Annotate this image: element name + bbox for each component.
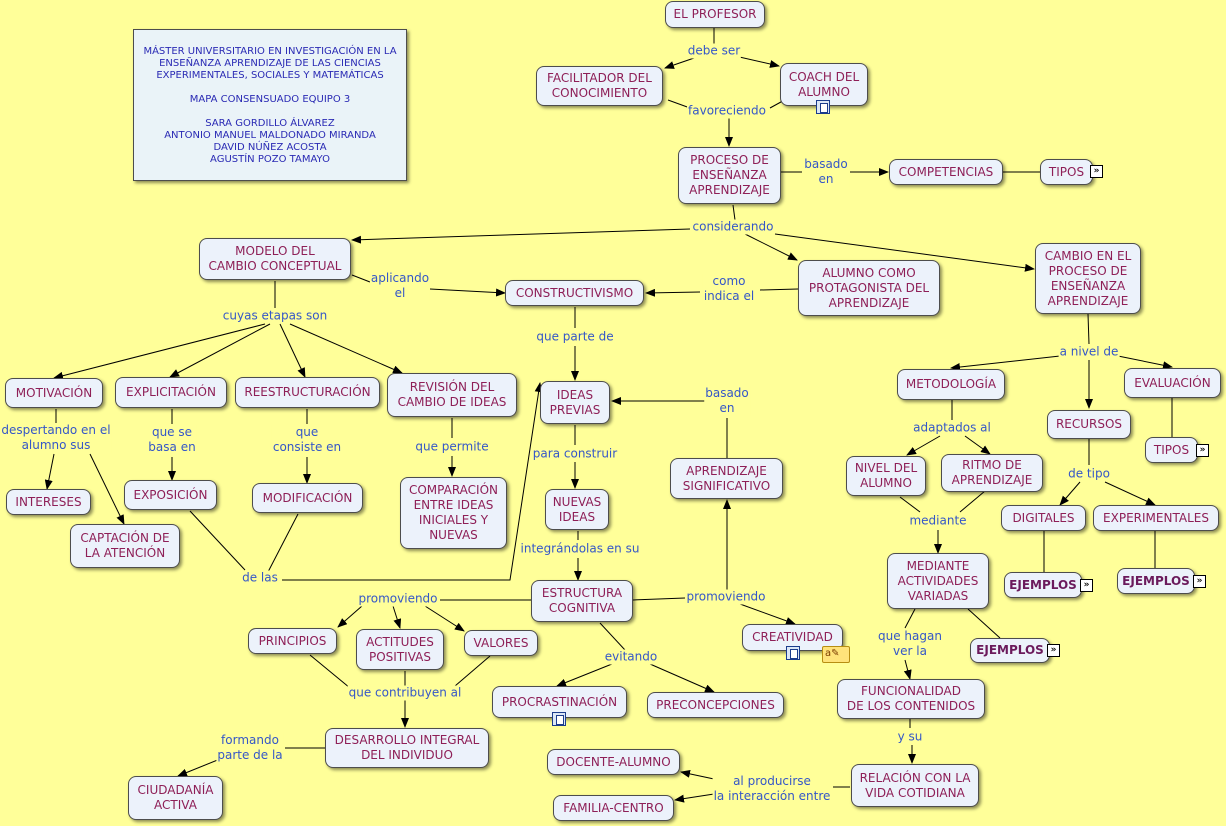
link-que-permite: que permite bbox=[414, 439, 490, 455]
link-despertando: despertando en el alumno sus bbox=[0, 423, 112, 453]
concept-familia-centro[interactable]: FAMILIA-CENTRO bbox=[553, 795, 674, 821]
concept-intereses[interactable]: INTERESES bbox=[6, 489, 91, 515]
link-a-nivel-de: a nivel de bbox=[1058, 344, 1120, 360]
concept-ejemplos-actividades[interactable]: EJEMPLOS bbox=[970, 638, 1050, 663]
link-evitando: evitando bbox=[603, 649, 659, 665]
credits-box: MÁSTER UNIVERSITARIO EN INVESTIGACIÓN EN… bbox=[133, 29, 407, 181]
concept-explicitacion[interactable]: EXPLICITACIÓN bbox=[115, 377, 227, 408]
document-icon[interactable] bbox=[552, 712, 566, 726]
concept-funcionalidad[interactable]: FUNCIONALIDAD DE LOS CONTENIDOS bbox=[837, 679, 985, 719]
concept-actividades-variadas[interactable]: MEDIANTE ACTIVIDADES VARIADAS bbox=[887, 553, 989, 609]
concept-comparacion[interactable]: COMPARACIÓN ENTRE IDEAS INICIALES Y NUEV… bbox=[400, 477, 507, 549]
expand-icon[interactable]: » bbox=[1047, 644, 1060, 657]
concept-nivel-alumno[interactable]: NIVEL DEL ALUMNO bbox=[846, 456, 926, 496]
concept-captacion[interactable]: CAPTACIÓN DE LA ATENCIÓN bbox=[70, 524, 180, 568]
concept-desarrollo-integral[interactable]: DESARROLLO INTEGRAL DEL INDIVIDUO bbox=[325, 728, 489, 768]
info-subtitle: MAPA CONSENSUADO EQUIPO 3 bbox=[189, 94, 351, 105]
concept-nuevas-ideas[interactable]: NUEVAS IDEAS bbox=[545, 489, 609, 530]
link-como-indica: como indica el bbox=[702, 274, 756, 304]
concept-alumno-protagonista[interactable]: ALUMNO COMO PROTAGONISTA DEL APRENDIZAJE bbox=[798, 260, 940, 316]
edit-note-icon[interactable]: a✎ bbox=[822, 646, 850, 663]
concept-actitudes-positivas[interactable]: ACTITUDES POSITIVAS bbox=[356, 629, 444, 670]
concept-tipos-competencias[interactable]: TIPOS bbox=[1040, 159, 1093, 185]
info-title: MÁSTER UNIVERSITARIO EN INVESTIGACIÓN EN… bbox=[143, 46, 397, 81]
concept-proceso[interactable]: PROCESO DE ENSEÑANZA APRENDIZAJE bbox=[678, 147, 781, 204]
link-promoviendo-1: promoviendo bbox=[357, 591, 439, 607]
concept-principios[interactable]: PRINCIPIOS bbox=[248, 628, 337, 654]
concept-aprendizaje-significativo[interactable]: APRENDIZAJE SIGNIFICATIVO bbox=[670, 458, 783, 499]
concept-ejemplos-experimentales[interactable]: EJEMPLOS bbox=[1117, 568, 1195, 594]
link-de-tipo: de tipo bbox=[1067, 466, 1111, 482]
link-aplicando-el: aplicando el bbox=[369, 271, 431, 301]
concept-revision[interactable]: REVISIÓN DEL CAMBIO DE IDEAS bbox=[387, 373, 517, 417]
link-que-hagan: que hagan ver la bbox=[877, 629, 943, 659]
link-debe-ser: debe ser bbox=[686, 43, 742, 59]
concept-relacion-vida[interactable]: RELACIÓN CON LA VIDA COTIDIANA bbox=[851, 764, 979, 807]
document-icon[interactable] bbox=[816, 100, 830, 114]
expand-icon[interactable]: » bbox=[1090, 165, 1103, 178]
concept-coach[interactable]: COACH DEL ALUMNO bbox=[780, 63, 868, 106]
concept-tipos-evaluacion[interactable]: TIPOS bbox=[1145, 437, 1198, 463]
link-integrandolas: integrándolas en su bbox=[519, 541, 641, 557]
concept-constructivismo[interactable]: CONSTRUCTIVISMO bbox=[505, 280, 644, 306]
link-que-se-basa: que se basa en bbox=[147, 425, 197, 455]
concept-ciudadania[interactable]: CIUDADANÍA ACTIVA bbox=[128, 776, 223, 820]
link-al-producirse: al producirse la interacción entre bbox=[712, 774, 832, 804]
link-basado-en: basado en bbox=[803, 157, 849, 187]
link-de-las: de las bbox=[241, 570, 279, 586]
concept-competencias[interactable]: COMPETENCIAS bbox=[889, 159, 1003, 185]
expand-icon[interactable]: » bbox=[1080, 579, 1093, 592]
concept-preconcepciones[interactable]: PRECONCEPCIONES bbox=[647, 692, 784, 718]
concept-reestructuracion[interactable]: REESTRUCTURACIÓN bbox=[235, 377, 380, 408]
link-que-parte-de: que parte de bbox=[535, 329, 615, 345]
link-cuyas-etapas: cuyas etapas son bbox=[221, 308, 329, 324]
concept-ideas-previas[interactable]: IDEAS PREVIAS bbox=[540, 381, 610, 424]
link-considerando: considerando bbox=[691, 219, 775, 235]
expand-icon[interactable]: » bbox=[1193, 575, 1206, 588]
link-que-consiste: que consiste en bbox=[271, 425, 343, 455]
concept-profesor[interactable]: EL PROFESOR bbox=[665, 1, 765, 28]
concept-exposicion[interactable]: EXPOSICIÓN bbox=[124, 480, 217, 510]
concept-valores[interactable]: VALORES bbox=[464, 630, 538, 656]
link-mediante: mediante bbox=[908, 513, 968, 529]
link-y-su: y su bbox=[896, 729, 924, 745]
link-basado-en-2: basado en bbox=[704, 386, 750, 416]
concept-cambio[interactable]: CAMBIO EN EL PROCESO DE ENSEÑANZA APREND… bbox=[1035, 243, 1141, 314]
concept-metodologia[interactable]: METODOLOGÍA bbox=[897, 369, 1005, 400]
concept-motivacion[interactable]: MOTIVACIÓN bbox=[5, 378, 103, 408]
concept-modelo[interactable]: MODELO DEL CAMBIO CONCEPTUAL bbox=[199, 238, 351, 280]
concept-estructura-cognitiva[interactable]: ESTRUCTURA COGNITIVA bbox=[531, 580, 633, 622]
concept-experimentales[interactable]: EXPERIMENTALES bbox=[1093, 505, 1219, 531]
concept-ejemplos-digitales[interactable]: EJEMPLOS bbox=[1004, 572, 1082, 598]
link-favoreciendo: favoreciendo bbox=[687, 103, 767, 119]
link-adaptados-al: adaptados al bbox=[912, 420, 992, 436]
concept-docente-alumno[interactable]: DOCENTE-ALUMNO bbox=[547, 749, 680, 775]
link-formando: formando parte de la bbox=[216, 733, 284, 763]
concept-ritmo[interactable]: RITMO DE APRENDIZAJE bbox=[941, 454, 1043, 492]
link-que-contribuyen: que contribuyen al bbox=[347, 685, 463, 701]
expand-icon[interactable]: » bbox=[1196, 444, 1209, 457]
concept-modificacion[interactable]: MODIFICACIÓN bbox=[252, 483, 363, 513]
concept-recursos[interactable]: RECURSOS bbox=[1047, 410, 1131, 439]
link-para-construir: para construir bbox=[531, 446, 619, 462]
concept-facilitador[interactable]: FACILITADOR DEL CONOCIMIENTO bbox=[536, 66, 663, 106]
concept-digitales[interactable]: DIGITALES bbox=[1001, 505, 1086, 531]
document-icon[interactable] bbox=[786, 646, 800, 660]
info-authors: SARA GORDILLO ÁLVAREZ ANTONIO MANUEL MAL… bbox=[164, 118, 376, 165]
concept-evaluacion[interactable]: EVALUACIÓN bbox=[1124, 368, 1221, 398]
link-promoviendo-2: promoviendo bbox=[685, 589, 767, 605]
